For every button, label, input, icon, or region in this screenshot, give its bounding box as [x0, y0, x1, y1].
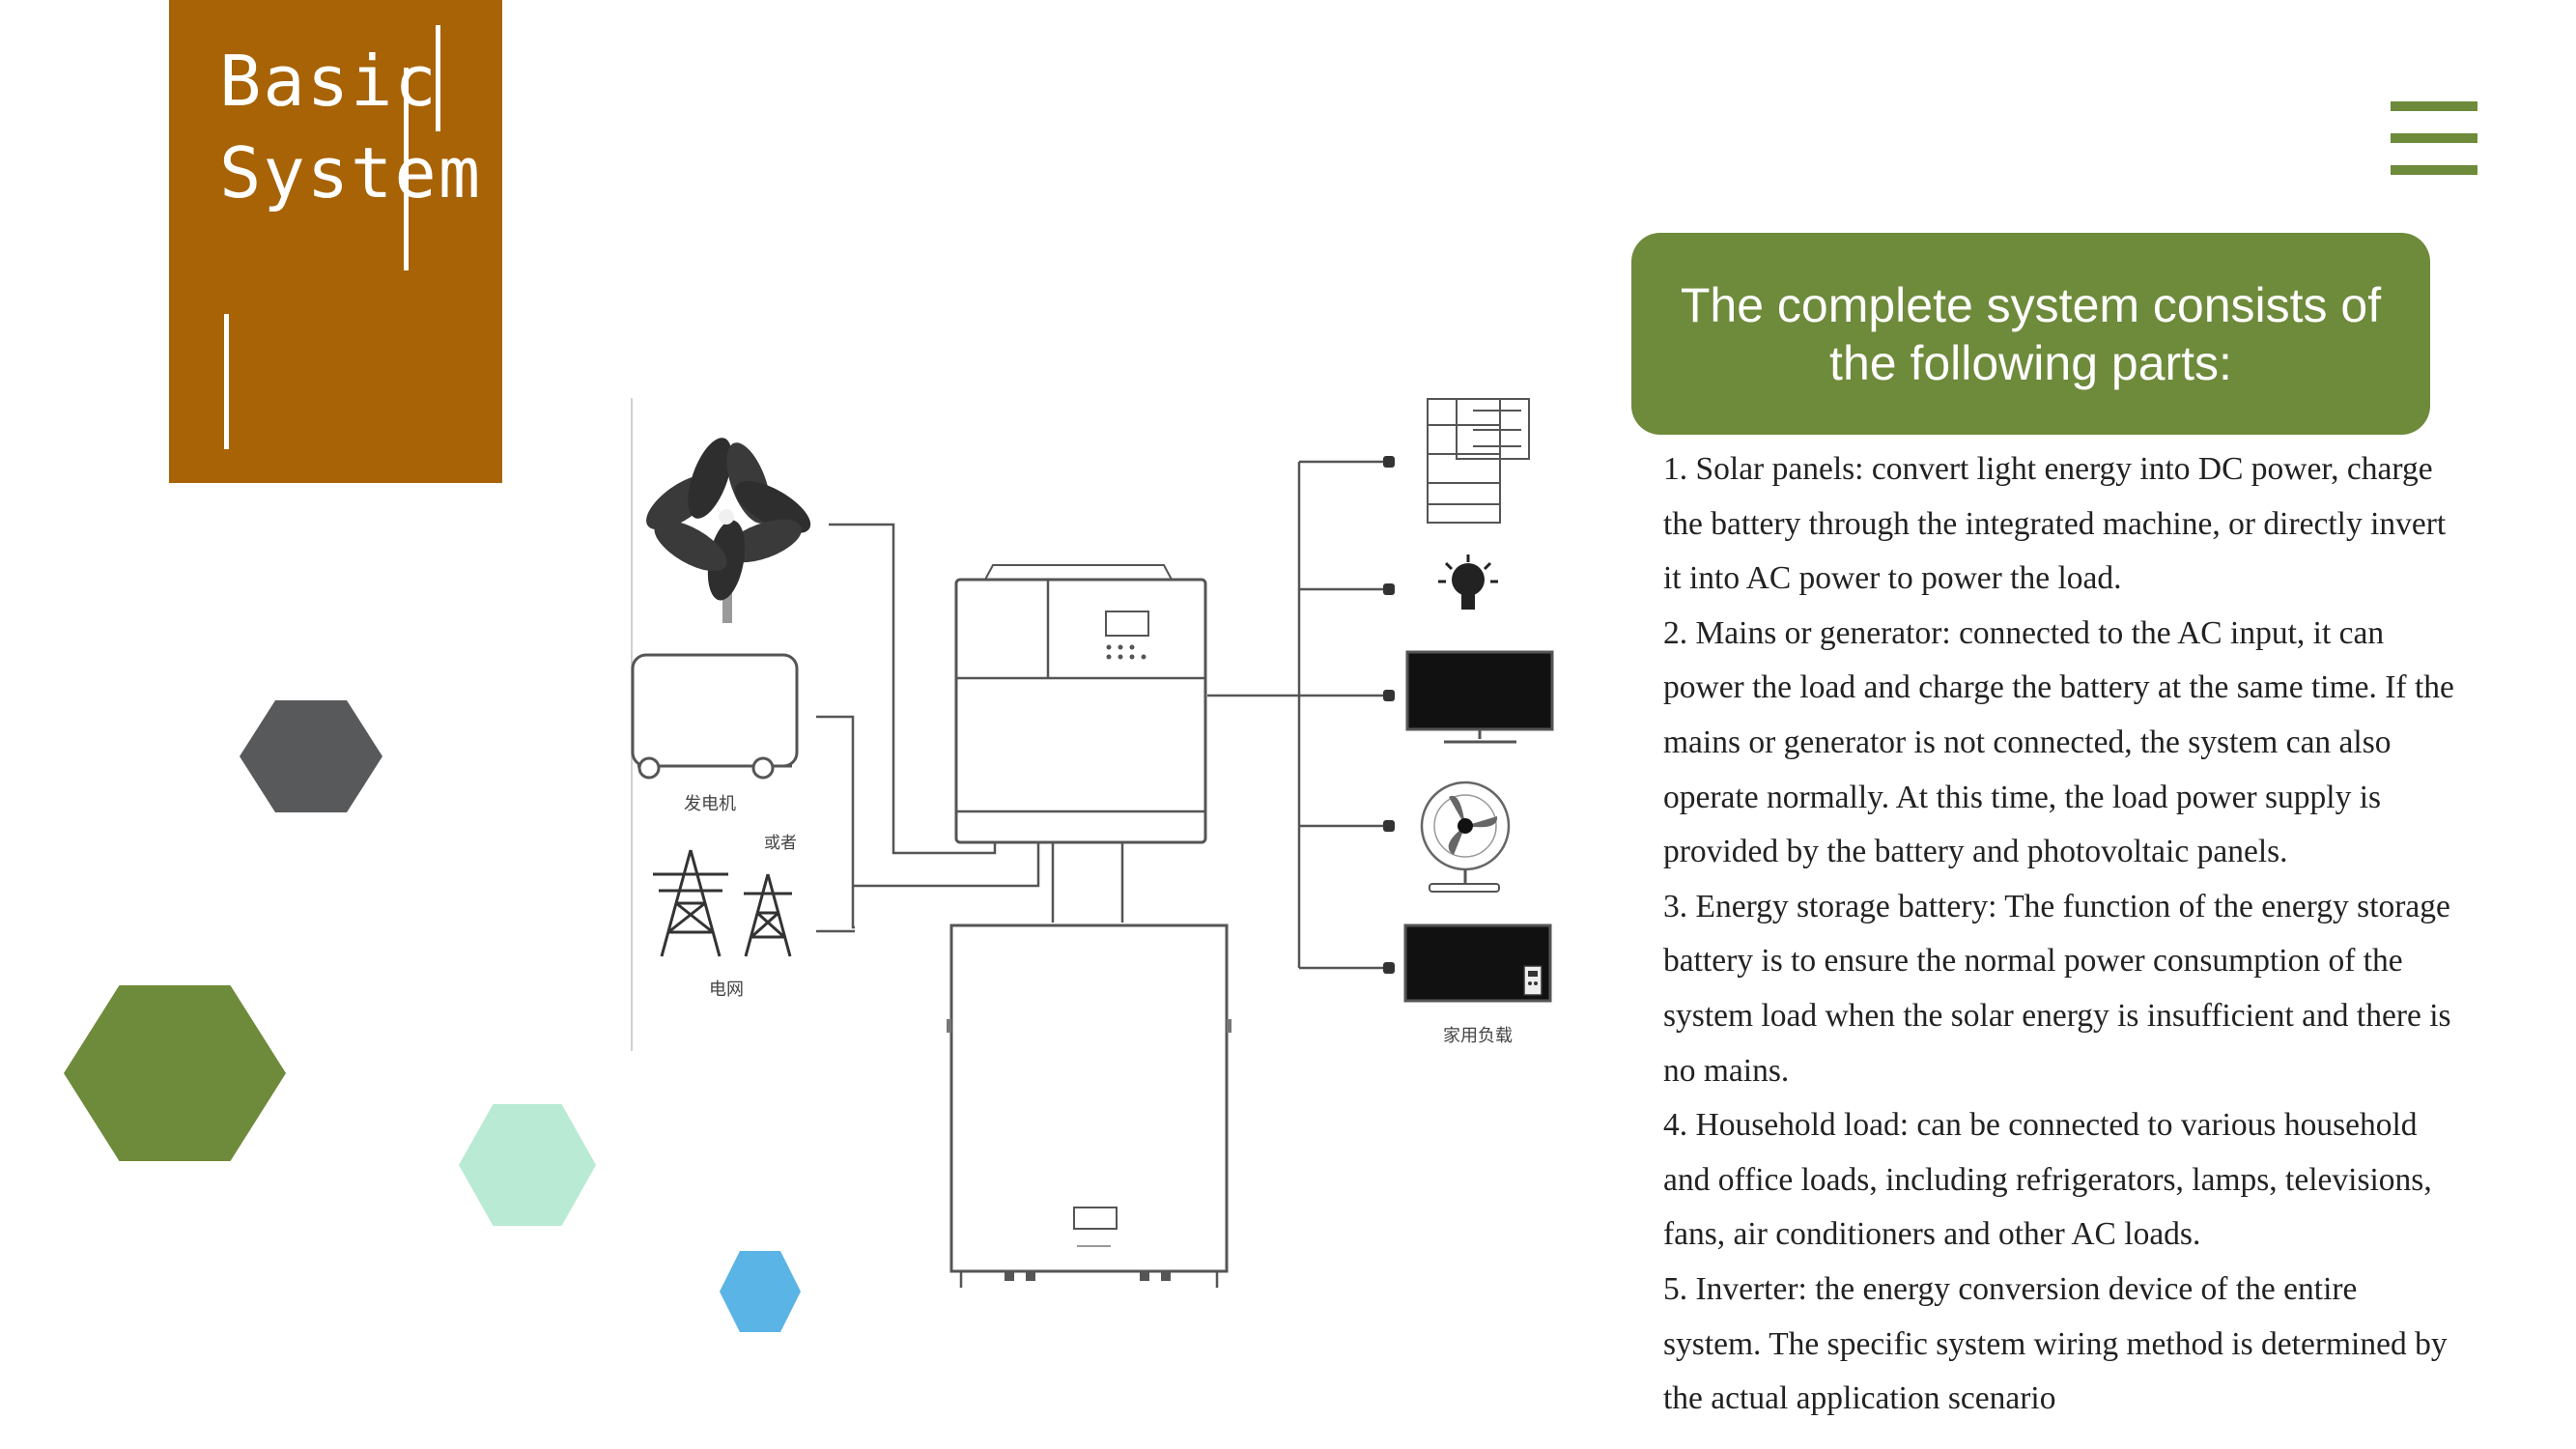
or-label: 或者 — [764, 834, 797, 853]
header-pill: The complete system consists of the foll… — [1631, 233, 2430, 435]
title-divider-lower — [224, 314, 229, 449]
power-tower-icon — [653, 849, 792, 957]
load-plugs — [1383, 456, 1395, 974]
paragraph-energy-storage: 3. Energy storage battery: The function … — [1663, 888, 2451, 1089]
source-wires — [816, 523, 1124, 933]
hexagon-green — [64, 985, 286, 1161]
hexagon-mint — [459, 1104, 596, 1226]
air-conditioner-icon — [1403, 923, 1552, 1003]
generator-icon — [631, 653, 799, 780]
title-line-2: System — [219, 132, 483, 213]
hexagon-dark-gray — [240, 700, 382, 812]
television-icon — [1405, 650, 1554, 744]
battery-icon — [947, 923, 1231, 1288]
load-wires — [1207, 460, 1391, 970]
inverter-icon — [954, 564, 1207, 844]
hexagon-blue — [720, 1251, 801, 1332]
menu-icon[interactable] — [2391, 101, 2477, 179]
title-divider-short — [436, 25, 440, 131]
description-text: 1. Solar panels: convert light energy in… — [1663, 442, 2455, 1427]
paragraph-inverter: 5. Inverter: the energy conversion devic… — [1663, 1270, 2448, 1417]
paragraph-household-load: 4. Household load: can be connected to v… — [1663, 1107, 2432, 1253]
header-text: The complete system consists of the foll… — [1680, 277, 2382, 390]
menu-icon-bar-top — [2391, 101, 2477, 111]
generator-label: 发电机 — [684, 794, 736, 814]
title-line-1: Basic — [219, 41, 439, 122]
menu-icon-bar-bottom — [2391, 165, 2477, 175]
load-label: 家用负载 — [1443, 1026, 1513, 1046]
title-divider-long — [404, 68, 409, 270]
grid-label: 电网 — [709, 980, 744, 1000]
paragraph-solar-panels: 1. Solar panels: convert light energy in… — [1663, 451, 2447, 597]
solar-panel-icon — [646, 438, 811, 623]
refrigerator-icon — [1427, 398, 1530, 524]
menu-icon-bar-middle — [2391, 133, 2477, 143]
paragraph-mains-generator: 2. Mains or generator: connected to the … — [1663, 614, 2454, 870]
lamp-icon — [1438, 554, 1498, 610]
system-diagram: 发电机 或者 电网 — [631, 398, 1554, 1288]
fan-icon — [1420, 781, 1511, 893]
